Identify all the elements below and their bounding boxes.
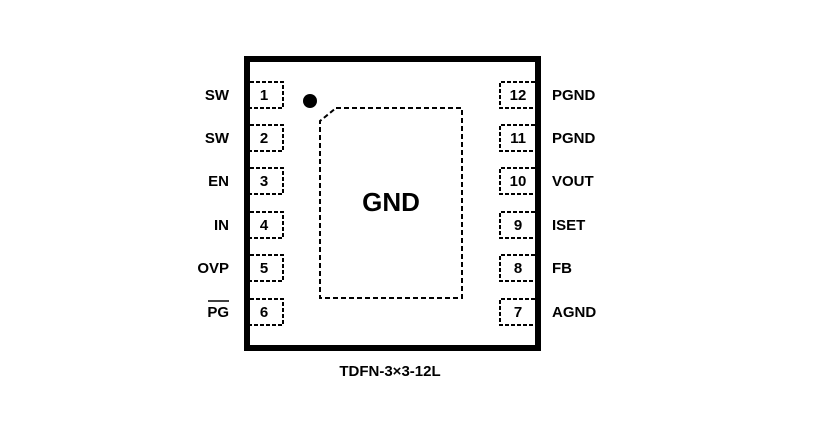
pin-pad [250,298,284,326]
pin-number: 4 [260,217,269,234]
package-name-caption: TDFN-3×3-12L [339,363,440,380]
pin-pad [250,167,284,195]
pin-pad [499,254,535,282]
pin-name: IN [214,217,229,234]
pin-right-12: 12 PGND [499,81,596,109]
pin-number: 5 [260,260,268,277]
pin-pad [250,81,284,109]
pin-name: SW [205,87,230,104]
pin-right-11: 11 PGND [499,124,596,152]
pin-pad [250,254,284,282]
pin-right-7: 7 AGND [499,298,596,326]
pin-number: 6 [260,304,268,321]
pin-number: 12 [510,87,527,104]
pin-pad [499,81,535,109]
pin-number: 9 [514,217,522,234]
pin-left-2: 2 SW [205,124,284,152]
pin-number: 10 [510,173,527,190]
pin-name: FB [552,260,572,277]
pin-name: PGND [552,87,596,104]
pin-right-8: 8 FB [499,254,572,282]
pin-left-5: 5 OVP [197,254,284,282]
pin-name: AGND [552,304,596,321]
pin-left-4: 4 IN [214,211,284,239]
pin-pad [250,211,284,239]
pin-right-10: 10 VOUT [499,167,594,195]
pin-number: 7 [514,304,522,321]
pin-name: PG [207,304,229,321]
pin-left-1: 1 SW [205,81,284,109]
pin-pad [499,167,535,195]
pin-left-3: 3 EN [208,167,284,195]
pin1-marker-dot [303,94,317,108]
pin-pad [499,298,535,326]
pin-name: VOUT [552,173,594,190]
pin-right-9: 9 ISET [499,211,585,239]
pin-name: EN [208,173,229,190]
pin-name: PGND [552,130,596,147]
pin-pad [499,124,535,152]
pin-number: 1 [260,87,268,104]
pin-pad [499,211,535,239]
pin-number: 2 [260,130,268,147]
exposed-pad-label: GND [362,187,420,217]
pin-name: SW [205,130,230,147]
pin-name: ISET [552,217,585,234]
pin-number: 8 [514,260,522,277]
exposed-pad [319,107,463,299]
pin-pad [250,124,284,152]
pin-number: 11 [510,130,526,147]
pin-number: 3 [260,173,268,190]
pin-name: OVP [197,260,229,277]
pin-left-6: 6 PG [207,298,284,326]
